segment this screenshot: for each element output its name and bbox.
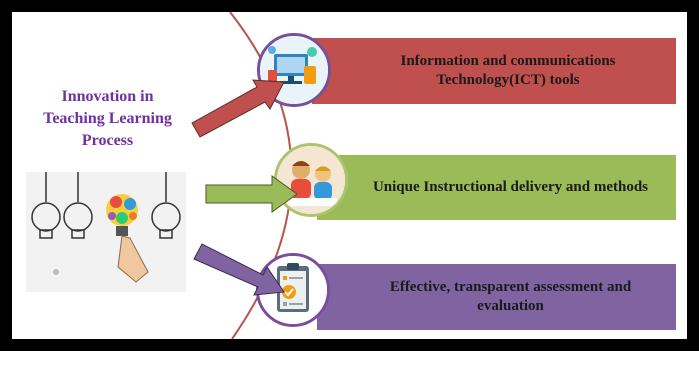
diagram-panel: Information and communications Technolog… [12, 12, 687, 339]
item-label-instructional: Unique Instructional delivery and method… [372, 179, 649, 195]
item-label-ict: Information and communications Technolog… [400, 53, 616, 88]
item-band-instructional: Unique Instructional delivery and method… [317, 155, 676, 220]
diagram-frame: Information and communications Technolog… [0, 0, 699, 351]
center-title: Innovation in Teaching Learning Process [43, 88, 172, 149]
item-band-ict: Information and communications Technolog… [312, 38, 676, 104]
classroom-children-icon [274, 143, 348, 217]
connector-arrows [191, 79, 298, 296]
arrow-to-instructional [205, 175, 298, 213]
arrow-to-assessment [193, 243, 285, 296]
clipboard-checklist-icon [256, 253, 330, 327]
arrow-to-ict [191, 79, 285, 138]
item-label-assessment: Effective, transparent assessment and ev… [389, 279, 632, 314]
lightbulbs-illustration [26, 172, 186, 292]
item-band-assessment: Effective, transparent assessment and ev… [317, 264, 676, 330]
ict-devices-icon [257, 33, 331, 107]
